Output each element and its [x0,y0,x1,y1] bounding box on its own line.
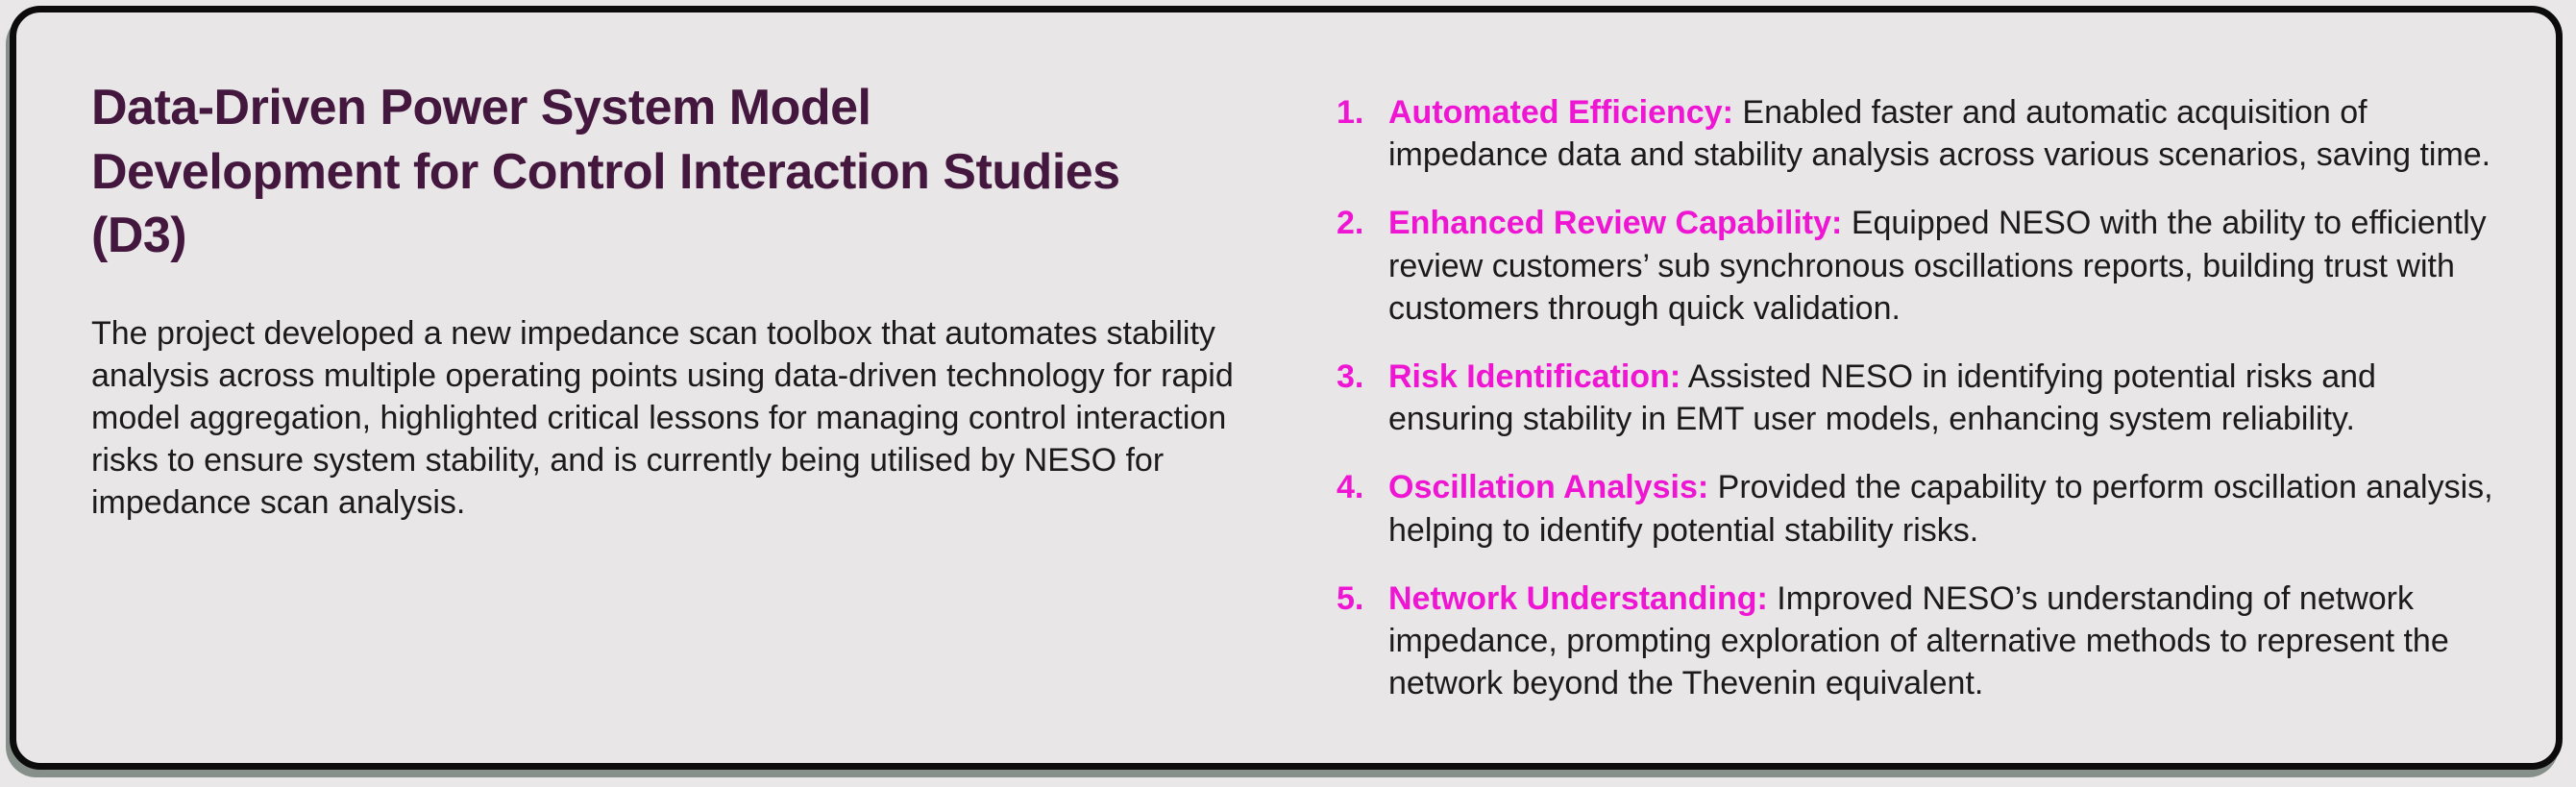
benefit-number: 4. [1337,469,1364,506]
project-description: The project developed a new impedance sc… [91,314,1234,522]
benefit-text: Network Understanding: Improved NESO’s u… [1388,578,2494,705]
benefit-detail: Provided the capability to perform oscil… [1388,469,2493,549]
benefit-detail: Assisted NESO in identifying potential r… [1388,357,2376,438]
list-item: 4. Oscillation Analysis: Provided the ca… [1337,466,2494,551]
benefit-label: Risk Identification: [1388,357,1681,395]
benefit-text: Risk Identification: Assisted NESO in id… [1388,356,2494,440]
list-item: 3. Risk Identification: Assisted NESO in… [1337,356,2494,440]
benefit-detail: Enabled faster and automatic acquisition… [1388,94,2491,174]
benefit-text: Automated Efficiency: Enabled faster and… [1388,91,2494,176]
benefit-detail: Equipped NESO with the ability to effici… [1388,205,2487,327]
project-summary-card: Data-Driven Power System Model Developme… [10,6,2563,770]
list-item: 5. Network Understanding: Improved NESO’… [1337,578,2494,705]
benefit-number: 5. [1337,579,1364,617]
benefit-number: 3. [1337,357,1364,395]
benefit-text: Enhanced Review Capability: Equipped NES… [1388,202,2494,330]
benefit-number: 2. [1337,205,1364,242]
benefits-column: 1. Automated Efficiency: Enabled faster … [1292,66,2494,725]
list-item: 1. Automated Efficiency: Enabled faster … [1337,91,2494,176]
benefit-detail: Improved NESO’s understanding of network… [1388,579,2449,702]
benefit-text: Oscillation Analysis: Provided the capab… [1388,466,2494,551]
benefit-label: Network Understanding: [1388,579,1768,617]
benefit-list: 1. Automated Efficiency: Enabled faster … [1337,91,2494,704]
page-title: Data-Driven Power System Model Developme… [91,80,1120,264]
benefit-number: 1. [1337,94,1364,131]
benefit-label: Enhanced Review Capability: [1388,205,1843,242]
list-item: 2. Enhanced Review Capability: Equipped … [1337,202,2494,330]
project-overview-column: Data-Driven Power System Model Developme… [91,66,1292,725]
benefit-label: Oscillation Analysis: [1388,469,1709,506]
benefit-label: Automated Efficiency: [1388,94,1733,131]
